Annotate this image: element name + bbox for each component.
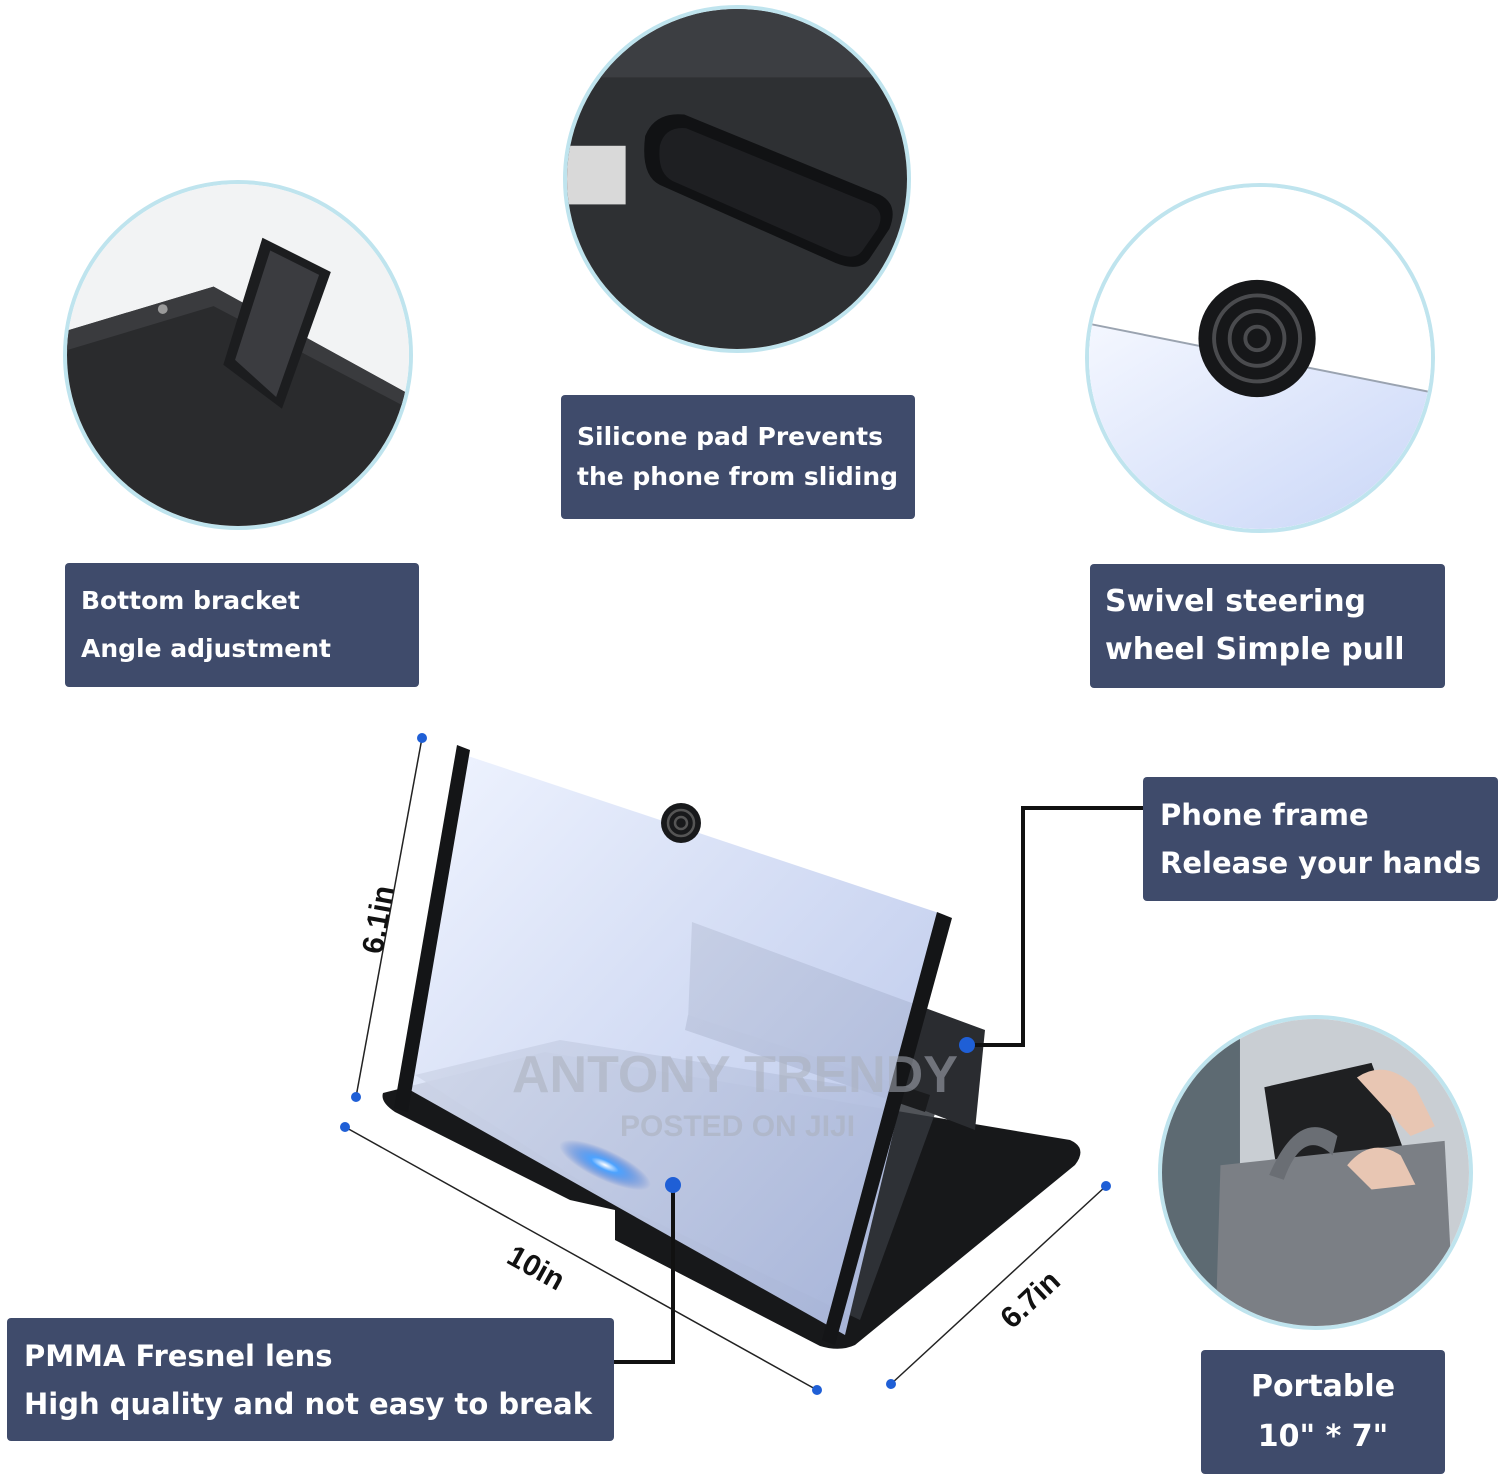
lens-label: PMMA Fresnel lens High quality and not e… bbox=[7, 1318, 614, 1441]
height-dimension-line bbox=[355, 737, 423, 1098]
frame-callout-dot bbox=[959, 1037, 975, 1053]
height-dot-top bbox=[417, 733, 427, 743]
watermark-brand: ANTONY TRENDY bbox=[512, 1046, 958, 1104]
knob-ring-outer bbox=[666, 808, 696, 838]
lens-label-line1: PMMA Fresnel lens bbox=[24, 1338, 333, 1373]
swivel-label-line1: Swivel steering bbox=[1105, 584, 1367, 619]
right-post bbox=[822, 912, 952, 1345]
portable-label-line1: Portable bbox=[1250, 1369, 1396, 1404]
left-post bbox=[394, 745, 470, 1112]
portable-label: Portable 10" * 7" bbox=[1201, 1350, 1445, 1474]
portable-label-line2: 10" * 7" bbox=[1257, 1419, 1389, 1454]
width-dimension-line bbox=[344, 1126, 818, 1391]
frame-label-line1: Phone frame bbox=[1160, 798, 1369, 832]
bracket-label-line1: Bottom bracket bbox=[81, 586, 300, 615]
portable-detail-image bbox=[1158, 1015, 1473, 1330]
width-dot-right bbox=[812, 1385, 822, 1395]
height-dot-bottom bbox=[351, 1092, 361, 1102]
frame-label: Phone frame Release your hands bbox=[1143, 777, 1498, 901]
silicone-label: Silicone pad Prevents the phone from sli… bbox=[561, 395, 915, 519]
depth-dimension-line bbox=[890, 1185, 1107, 1385]
frame-callout-line bbox=[967, 806, 1145, 1047]
swivel-illustration bbox=[1089, 187, 1431, 529]
swivel-label-line2: wheel Simple pull bbox=[1105, 632, 1405, 667]
bracket-detail-image bbox=[63, 180, 413, 530]
lens-callout-line bbox=[614, 1185, 675, 1364]
portable-illustration bbox=[1162, 1019, 1469, 1326]
silicone-label-line2: the phone from sliding bbox=[577, 462, 899, 491]
lens-label-line2: High quality and not easy to break bbox=[24, 1386, 592, 1421]
swivel-detail-image bbox=[1085, 183, 1435, 533]
bracket-label-line2: Angle adjustment bbox=[81, 634, 331, 663]
lens-glow bbox=[559, 1139, 651, 1191]
bracket-label: Bottom bracket Angle adjustment bbox=[65, 563, 419, 687]
swivel-label: Swivel steering wheel Simple pull bbox=[1090, 564, 1445, 688]
depth-dot-right bbox=[1101, 1181, 1111, 1191]
fresnel-lens bbox=[410, 755, 945, 1335]
knob-ring-inner bbox=[673, 815, 689, 831]
watermark-posted: POSTED ON JIJI bbox=[620, 1110, 856, 1143]
silicone-detail-image bbox=[563, 5, 911, 353]
depth-dot-left bbox=[886, 1379, 896, 1389]
frame-label-line2: Release your hands bbox=[1160, 846, 1481, 880]
height-dimension-label: 6.1in bbox=[356, 883, 400, 956]
width-dot-left bbox=[340, 1122, 350, 1132]
depth-dimension-label: 6.7in bbox=[994, 1264, 1067, 1335]
width-dimension-label: 10in bbox=[502, 1239, 571, 1297]
silicone-label-line1: Silicone pad Prevents bbox=[577, 422, 884, 451]
bracket-illustration bbox=[67, 184, 409, 526]
lens-callout-dot bbox=[665, 1177, 681, 1193]
